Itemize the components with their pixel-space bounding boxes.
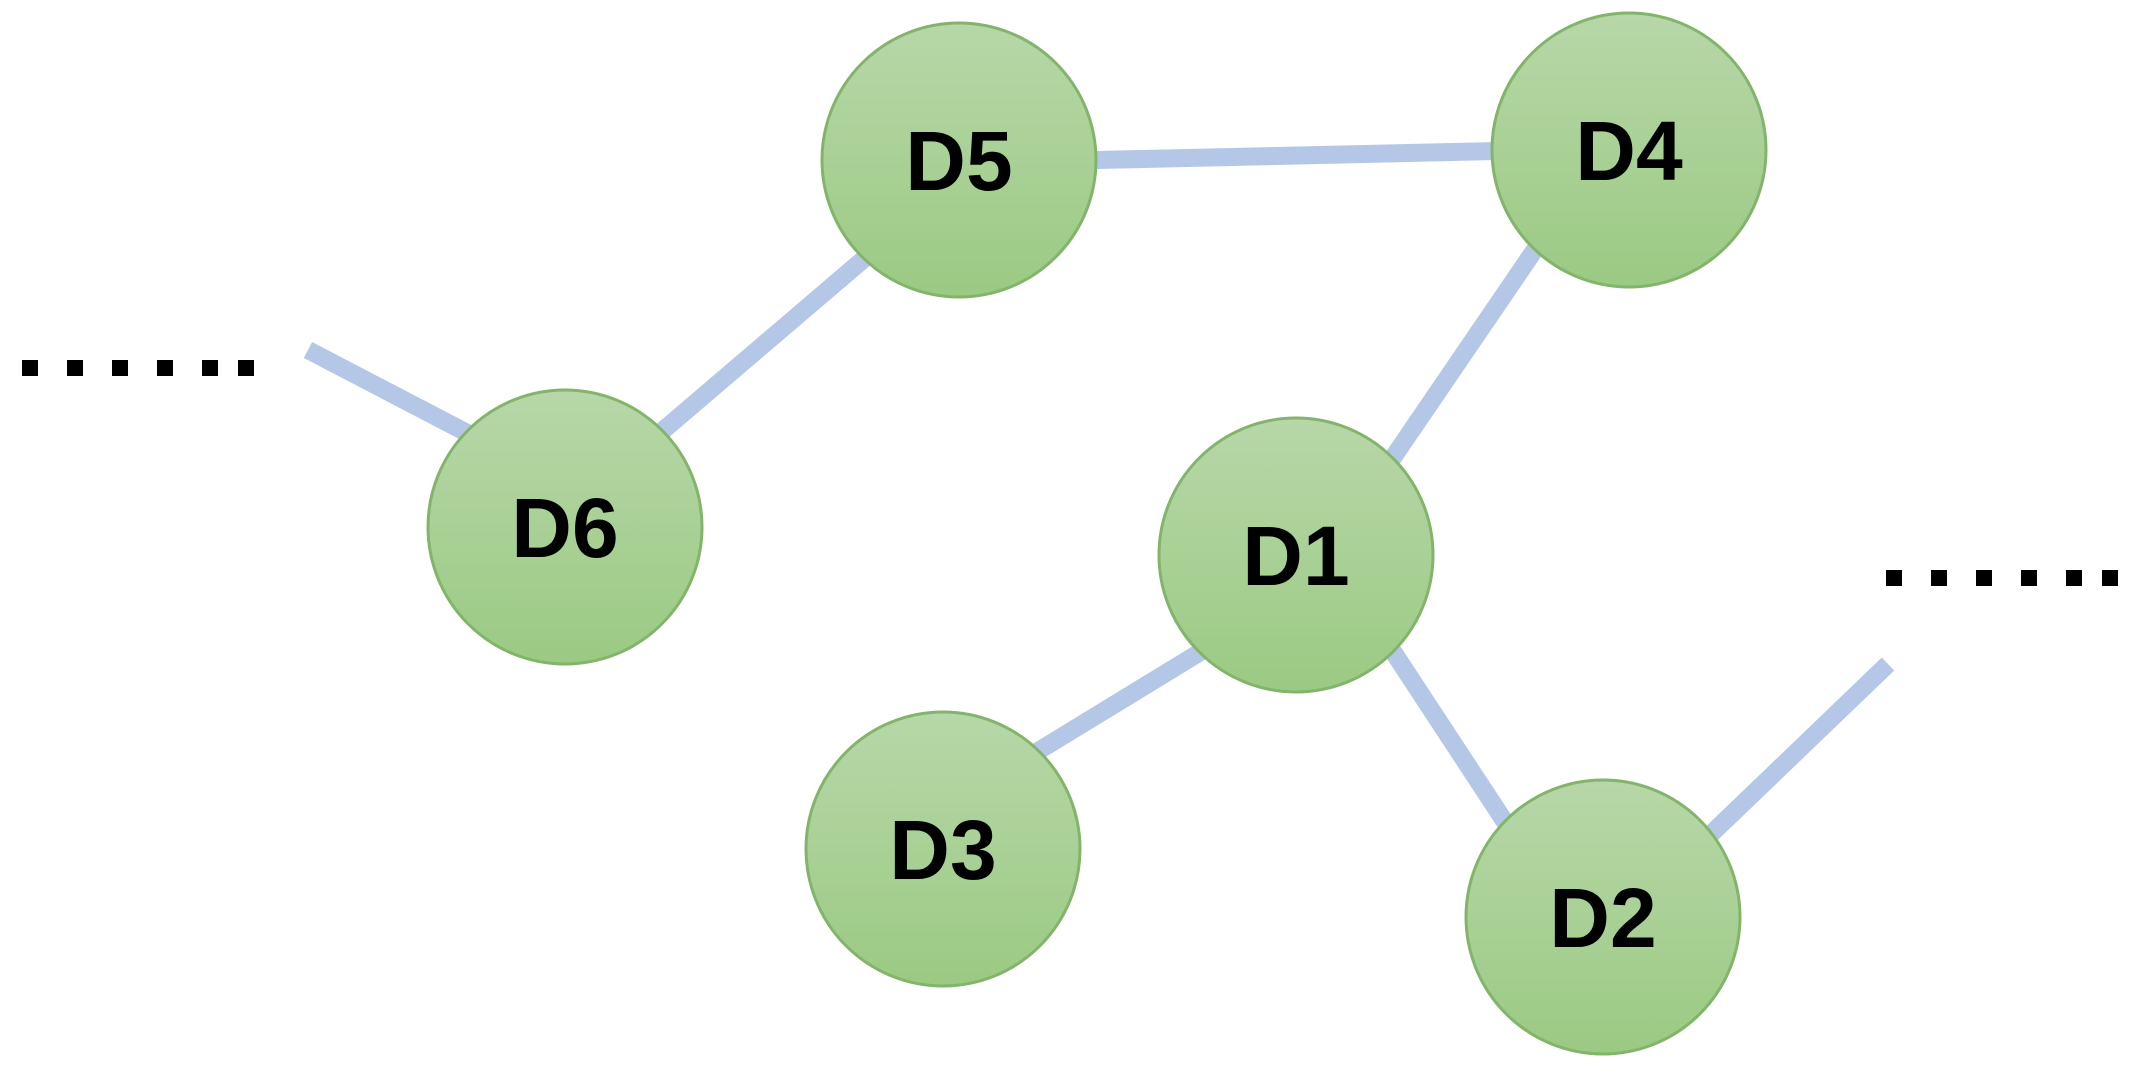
node-d4[interactable]: D4 <box>1490 11 1768 289</box>
edge-d1-d3 <box>1030 643 1207 761</box>
edge-d4-d1 <box>1382 242 1544 468</box>
node-d2[interactable]: D2 <box>1464 778 1742 1056</box>
node-d5[interactable]: D5 <box>820 21 1098 299</box>
edge-d2-continuation <box>1703 657 1895 842</box>
ellipsis-left <box>22 360 254 376</box>
node-d1-label: D1 <box>1242 509 1349 603</box>
edge-d1-d2 <box>1384 645 1513 827</box>
edge-d5-d6 <box>654 251 871 440</box>
node-d5-label: D5 <box>905 114 1012 208</box>
node-d2-label: D2 <box>1549 871 1656 965</box>
node-d1[interactable]: D1 <box>1157 416 1435 694</box>
node-d4-label: D4 <box>1575 104 1683 198</box>
node-d6[interactable]: D6 <box>426 388 704 666</box>
node-d3-label: D3 <box>889 803 996 897</box>
node-d3[interactable]: D3 <box>804 710 1082 988</box>
ellipsis-right <box>1886 570 2118 586</box>
edge-d5-d4 <box>1096 141 1541 169</box>
node-d6-label: D6 <box>511 481 618 575</box>
edge-d6-continuation <box>303 342 476 443</box>
edge-layer <box>303 141 1895 842</box>
